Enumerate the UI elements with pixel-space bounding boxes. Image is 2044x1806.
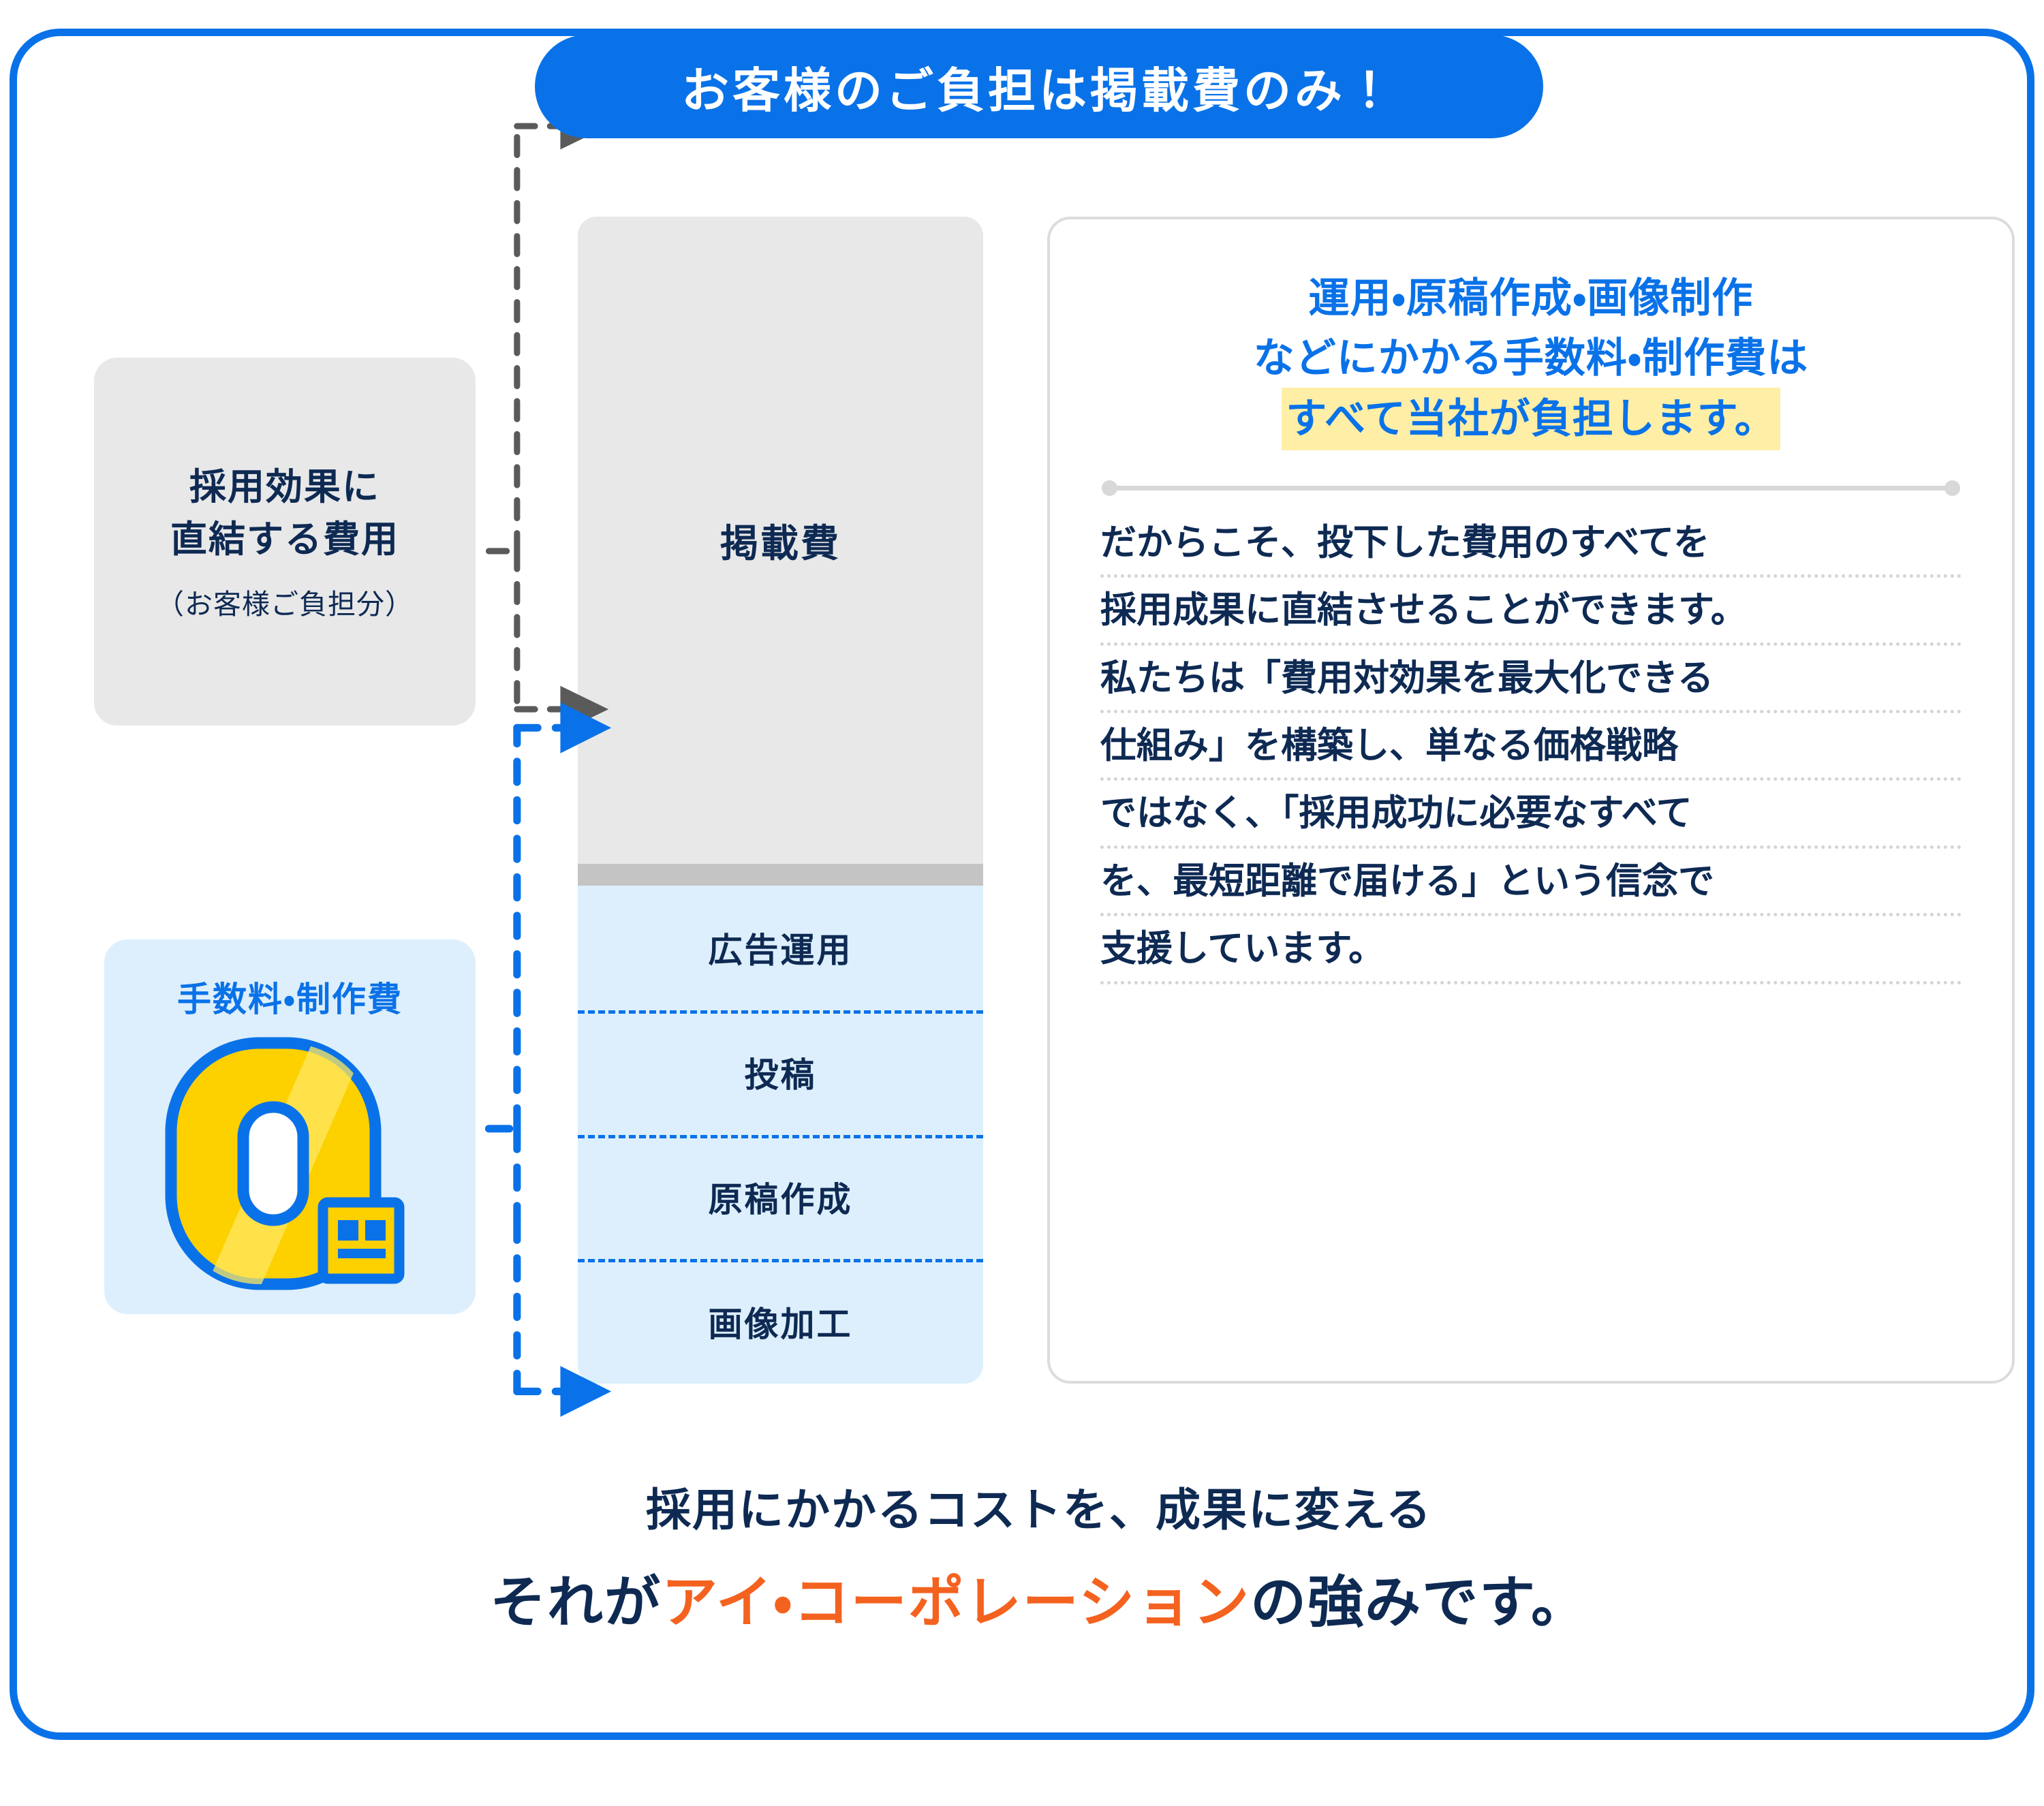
zero-fee-caption: 手数料・制作費 [177,980,403,1018]
body-line: を、最短距離で届ける」という信念で [1100,861,1962,917]
tagline-prefix: それが [490,1572,662,1634]
body-line: ではなく、「採用成功に必要なすべて [1100,793,1962,849]
stack-item-ad-operation-label: 広告運用 [708,931,853,970]
panel-headline: 運用・原稿作成・画像制作 などにかかる手数料・制作費は すべて当社が負担します。 [1091,268,1971,450]
body-line: 私たちは「費用対効果を最大化できる [1100,658,1962,713]
body-line: 支援しています。 [1100,929,1962,984]
stack-item-posting-label: 投稿 [744,1056,817,1095]
body-line: 仕組み」を構築し、単なる価格戦略 [1100,726,1962,781]
stack-item-posting: 投稿 [578,1010,983,1135]
body-line: 採用成果に直結させることができます。 [1100,590,1962,646]
bottom-tagline: 採用にかかるコストを、成果に変える それがアイ・コーポレーションの強みです。 [17,1474,2044,1638]
connector-blue [484,723,568,1395]
stack-segment-listing-fee-label: 掲載費 [720,521,841,565]
stack-free-services: 広告運用 投稿 原稿作成 画像加工 [578,886,983,1384]
zero-fee-box: 手数料・制作費 [104,939,476,1314]
customer-cost-line2: 直結する費用 [170,519,399,560]
cost-stack-chart: 掲載費 広告運用 投稿 原稿作成 画像加工 [578,217,983,1384]
stack-item-image-editing: 画像加工 [578,1259,983,1384]
header-badge: お客様のご負担は掲載費のみ！ [535,35,1543,138]
tagline-line1: 採用にかかるコストを、成果に変える [645,1484,1433,1535]
panel-headline-line3: すべて当社が負担します。 [1091,388,1971,450]
panel-headline-line2: などにかかる手数料・制作費は [1253,334,1809,381]
stack-item-copywriting: 原稿作成 [578,1134,983,1260]
customer-cost-box: 採用効果に 直結する費用 （お客様ご負担分） [94,358,476,726]
main-card: お客様のご負担は掲載費のみ！ 採用効果に 直結する費用 （お客様ご負担分） 手数… [10,29,2034,1740]
panel-headline-highlight: すべて当社が負担します。 [1282,388,1780,450]
divider-cap-left [1102,480,1117,496]
explanation-panel: 運用・原稿作成・画像制作 などにかかる手数料・制作費は すべて当社が負担します。… [1047,217,2015,1384]
panel-body: だからこそ、投下した費用のすべてを 採用成果に直結させることができます。 私たち… [1091,523,1971,984]
connector-gray [485,123,568,713]
divider-bar [1110,485,1952,491]
zero-yen-graphic [147,1031,433,1296]
tagline-line2: それがアイ・コーポレーションの強みです。 [17,1557,2044,1638]
header-badge-label: お客様のご負担は掲載費のみ！ [681,63,1397,117]
customer-cost-sublabel: （お客様ご負担分） [156,588,414,620]
stack-item-ad-operation: 広告運用 [578,886,983,1010]
customer-cost-line1: 採用効果に [189,467,380,508]
stack-segment-listing-fee: 掲載費 [578,217,983,864]
panel-headline-line1: 運用・原稿作成・画像制作 [1308,275,1754,321]
divider-cap-right [1945,480,1960,496]
stack-item-image-editing-label: 画像加工 [708,1305,853,1343]
stack-item-copywriting-label: 原稿作成 [708,1180,853,1219]
tagline-brand-name: アイ・コーポレーション [662,1572,1251,1634]
stack-divider [578,864,983,886]
body-line: だからこそ、投下した費用のすべてを [1100,523,1962,578]
tagline-suffix: の強みです。 [1250,1572,1588,1634]
panel-divider [1102,480,1960,496]
